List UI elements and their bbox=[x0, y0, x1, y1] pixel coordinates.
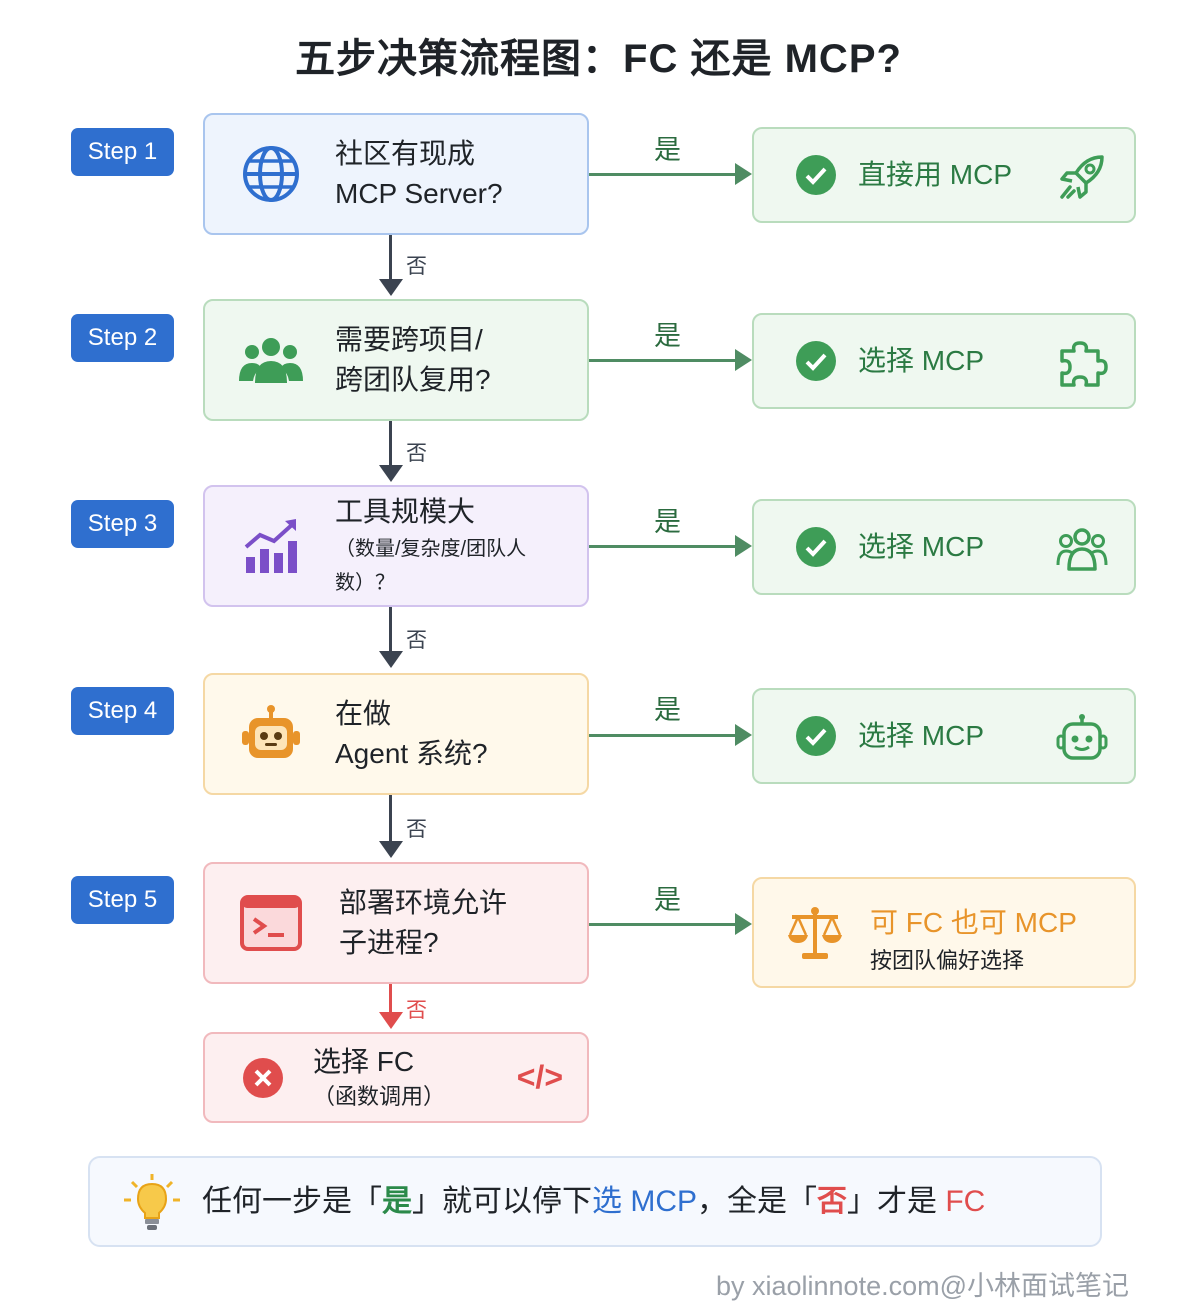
step-3-line1: 工具规模大 bbox=[335, 496, 476, 527]
no-label-2: 否 bbox=[406, 442, 427, 465]
tip-part4: ，全是「 bbox=[697, 1185, 817, 1218]
no-arrow-4 bbox=[389, 795, 392, 843]
yes-arrowhead-1 bbox=[735, 163, 752, 185]
step-4-line1: 在做 bbox=[335, 698, 392, 729]
yes-label-3: 是 bbox=[654, 507, 681, 537]
yes-arrowhead-2 bbox=[735, 349, 752, 371]
robot-icon bbox=[239, 675, 303, 793]
step-2-question: 需要跨项目/ 跨团队复用? bbox=[203, 299, 589, 421]
lightbulb-icon bbox=[124, 1174, 180, 1237]
check-icon bbox=[796, 155, 836, 195]
yes-arrow-1 bbox=[589, 173, 739, 176]
no-arrowhead-2 bbox=[379, 465, 403, 482]
result-4-box: 选择 MCP bbox=[752, 688, 1136, 784]
yes-label-2: 是 bbox=[654, 321, 681, 351]
tip-no: 否 bbox=[817, 1185, 847, 1218]
no-label-4: 否 bbox=[406, 818, 427, 841]
step-4-line2: Agent 系统? bbox=[335, 738, 488, 769]
final-line1: 选择 FC bbox=[313, 1045, 415, 1077]
result-2-label: 选择 MCP bbox=[858, 345, 985, 376]
terminal-icon bbox=[239, 864, 303, 982]
no-arrowhead-3 bbox=[379, 651, 403, 668]
yes-arrow-3 bbox=[589, 545, 739, 548]
yes-arrowhead-5 bbox=[735, 913, 752, 935]
tip-yes: 是 bbox=[382, 1185, 412, 1218]
no-arrowhead-4 bbox=[379, 841, 403, 858]
final-fc-box: 选择 FC （函数调用） </> bbox=[203, 1032, 589, 1123]
step-4-badge: Step 4 bbox=[71, 687, 174, 735]
step-4-question: 在做 Agent 系统? bbox=[203, 673, 589, 795]
no-label-1: 否 bbox=[406, 255, 427, 278]
step-5-line2: 子进程? bbox=[339, 927, 439, 958]
result-2-box: 选择 MCP bbox=[752, 313, 1136, 409]
no-label-5: 否 bbox=[406, 999, 427, 1022]
no-arrowhead-5 bbox=[379, 1012, 403, 1029]
no-arrow-1 bbox=[389, 235, 392, 281]
result-3-box: 选择 MCP bbox=[752, 499, 1136, 595]
step-1-line1: 社区有现成 bbox=[335, 138, 476, 169]
tip-fc: FC bbox=[945, 1185, 986, 1218]
tip-mcp: 选 MCP bbox=[592, 1185, 697, 1218]
rocket-icon bbox=[1056, 151, 1108, 203]
yes-arrowhead-3 bbox=[735, 535, 752, 557]
check-icon bbox=[796, 716, 836, 756]
globe-icon bbox=[239, 115, 303, 233]
step-5-question: 部署环境允许 子进程? bbox=[203, 862, 589, 984]
step-3-badge: Step 3 bbox=[71, 500, 174, 548]
result-4-label: 选择 MCP bbox=[858, 720, 985, 751]
no-label-3: 否 bbox=[406, 629, 427, 652]
step-3-question: 工具规模大 （数量/复杂度/团队人数）？ bbox=[203, 485, 589, 607]
people-icon bbox=[1056, 523, 1108, 575]
result-5-label: 可 FC 也可 MCP bbox=[870, 907, 1077, 938]
tip-part2: 」就可以停下 bbox=[412, 1185, 592, 1218]
yes-arrow-4 bbox=[589, 734, 739, 737]
no-arrow-3 bbox=[389, 607, 392, 653]
tip-text: 任何一步是「是」就可以停下选 MCP，全是「否」才是 FC bbox=[202, 1158, 985, 1245]
result-1-label: 直接用 MCP bbox=[858, 159, 1013, 190]
yes-arrowhead-4 bbox=[735, 724, 752, 746]
team-icon bbox=[239, 301, 303, 419]
x-circle-icon bbox=[233, 1034, 293, 1121]
code-icon: </> bbox=[516, 1059, 563, 1095]
check-icon bbox=[796, 527, 836, 567]
growth-chart-icon bbox=[239, 487, 303, 605]
tip-banner: 任何一步是「是」就可以停下选 MCP，全是「否」才是 FC bbox=[88, 1156, 1102, 1247]
result-1-box: 直接用 MCP bbox=[752, 127, 1136, 223]
step-3-line2: （数量/复杂度/团队人数）？ bbox=[335, 538, 527, 594]
tip-part5: 」才是 bbox=[847, 1185, 946, 1218]
step-5-line1: 部署环境允许 bbox=[339, 887, 508, 918]
step-2-line2: 跨团队复用? bbox=[335, 364, 491, 395]
check-icon bbox=[796, 341, 836, 381]
no-arrow-2 bbox=[389, 421, 392, 467]
step-2-badge: Step 2 bbox=[71, 314, 174, 362]
result-5-sublabel: 按团队偏好选择 bbox=[870, 948, 1025, 973]
yes-label-4: 是 bbox=[654, 695, 681, 725]
robot-outline-icon bbox=[1056, 712, 1108, 764]
result-3-label: 选择 MCP bbox=[858, 531, 985, 562]
scale-icon bbox=[786, 905, 844, 968]
no-arrow-5 bbox=[389, 984, 392, 1014]
page-title: 五步决策流程图：FC 还是 MCP? bbox=[295, 37, 902, 81]
yes-label-5: 是 bbox=[654, 885, 681, 915]
yes-arrow-5 bbox=[589, 923, 739, 926]
final-line2: （函数调用） bbox=[313, 1083, 446, 1109]
puzzle-icon bbox=[1056, 337, 1108, 389]
result-5-box: 可 FC 也可 MCP 按团队偏好选择 bbox=[752, 877, 1136, 988]
no-arrowhead-1 bbox=[379, 279, 403, 296]
step-1-line2: MCP Server? bbox=[335, 178, 503, 209]
step-1-question: 社区有现成 MCP Server? bbox=[203, 113, 589, 235]
step-1-badge: Step 1 bbox=[71, 128, 174, 176]
yes-label-1: 是 bbox=[654, 135, 681, 165]
step-2-line1: 需要跨项目/ bbox=[335, 324, 483, 355]
footer-credit: by xiaolinnote.com@小林面试笔记 bbox=[715, 1271, 1129, 1301]
tip-part1: 任何一步是「 bbox=[202, 1185, 382, 1218]
yes-arrow-2 bbox=[589, 359, 739, 362]
step-5-badge: Step 5 bbox=[71, 876, 174, 924]
